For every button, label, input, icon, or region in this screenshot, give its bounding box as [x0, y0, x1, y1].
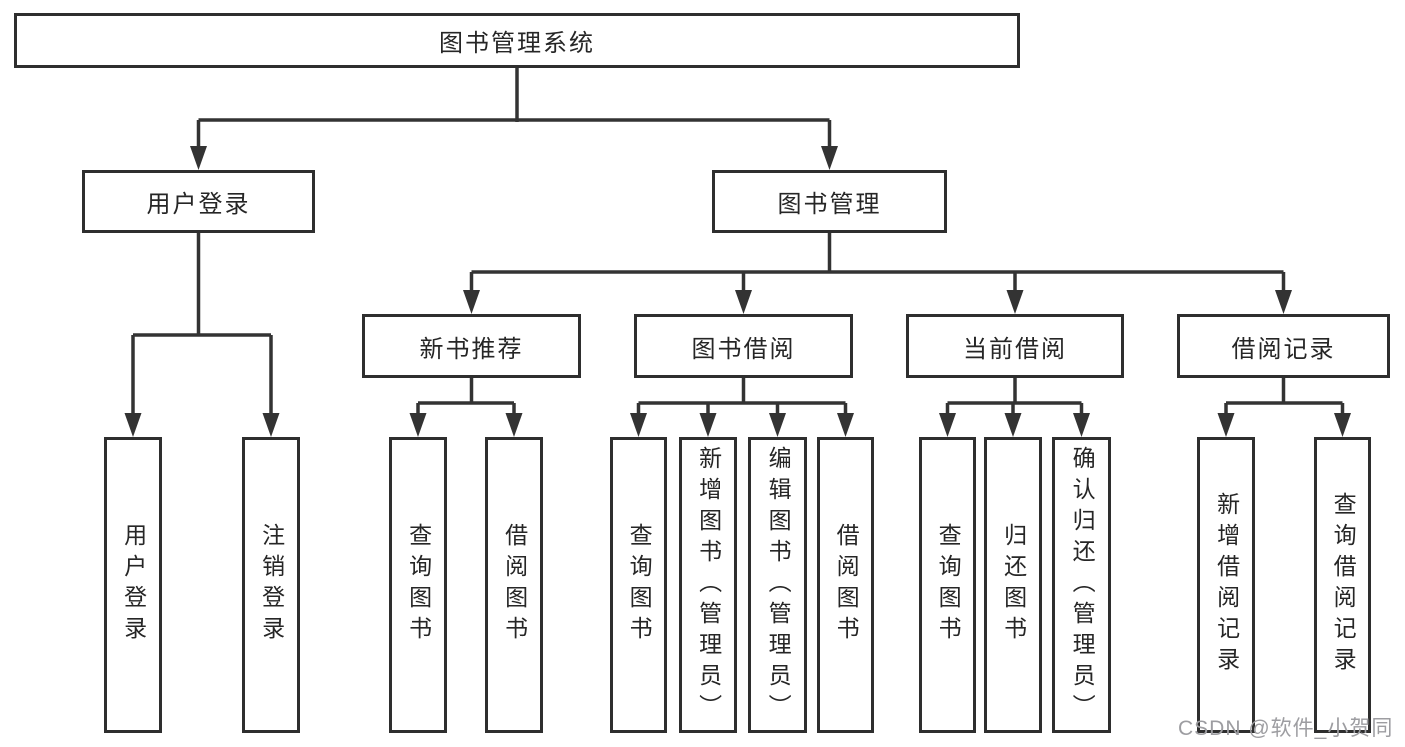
leaf-edit-book-admin: 编辑图书（管理员）	[748, 437, 807, 733]
connector-book-management-to-level3	[469, 233, 1286, 294]
leaf-logout: 注销登录	[242, 437, 300, 733]
leaf-add-borrow-record: 新增借阅记录	[1197, 437, 1255, 733]
leaf-add-book-admin: 新增图书（管理员）	[679, 437, 737, 733]
leaf-user-login: 用户登录	[104, 437, 162, 733]
leaf-query-borrow-record: 查询借阅记录	[1314, 437, 1371, 733]
connector-borrowing-to-leaves	[636, 378, 848, 417]
leaf-return-book: 归还图书	[984, 437, 1042, 733]
connector-user-login-to-leaves	[131, 233, 273, 417]
connector-current-to-leaves	[945, 378, 1084, 417]
leaf-borrow-books-newbooks: 借阅图书	[485, 437, 543, 733]
node-library-management-system: 图书管理系统	[14, 13, 1020, 68]
leaf-confirm-return-admin: 确认归还（管理员）	[1052, 437, 1111, 733]
node-book-management: 图书管理	[712, 170, 947, 233]
arrowheads	[124, 146, 1351, 437]
watermark-text: CSDN @软件_小贺同学	[1178, 717, 1394, 740]
node-new-book-recommend: 新书推荐	[362, 314, 581, 378]
connector-records-to-leaves	[1224, 378, 1345, 417]
leaf-query-books-borrowing: 查询图书	[610, 437, 667, 733]
leaf-query-books-newbooks: 查询图书	[389, 437, 447, 733]
connector-root-to-level2	[196, 68, 832, 150]
leaf-query-books-current: 查询图书	[919, 437, 976, 733]
node-book-borrowing: 图书借阅	[634, 314, 853, 378]
node-current-borrowing: 当前借阅	[906, 314, 1124, 378]
node-borrow-records: 借阅记录	[1177, 314, 1390, 378]
connector-new-books-to-leaves	[416, 378, 516, 417]
node-user-login: 用户登录	[82, 170, 315, 233]
leaf-borrow-books-borrowing: 借阅图书	[817, 437, 874, 733]
